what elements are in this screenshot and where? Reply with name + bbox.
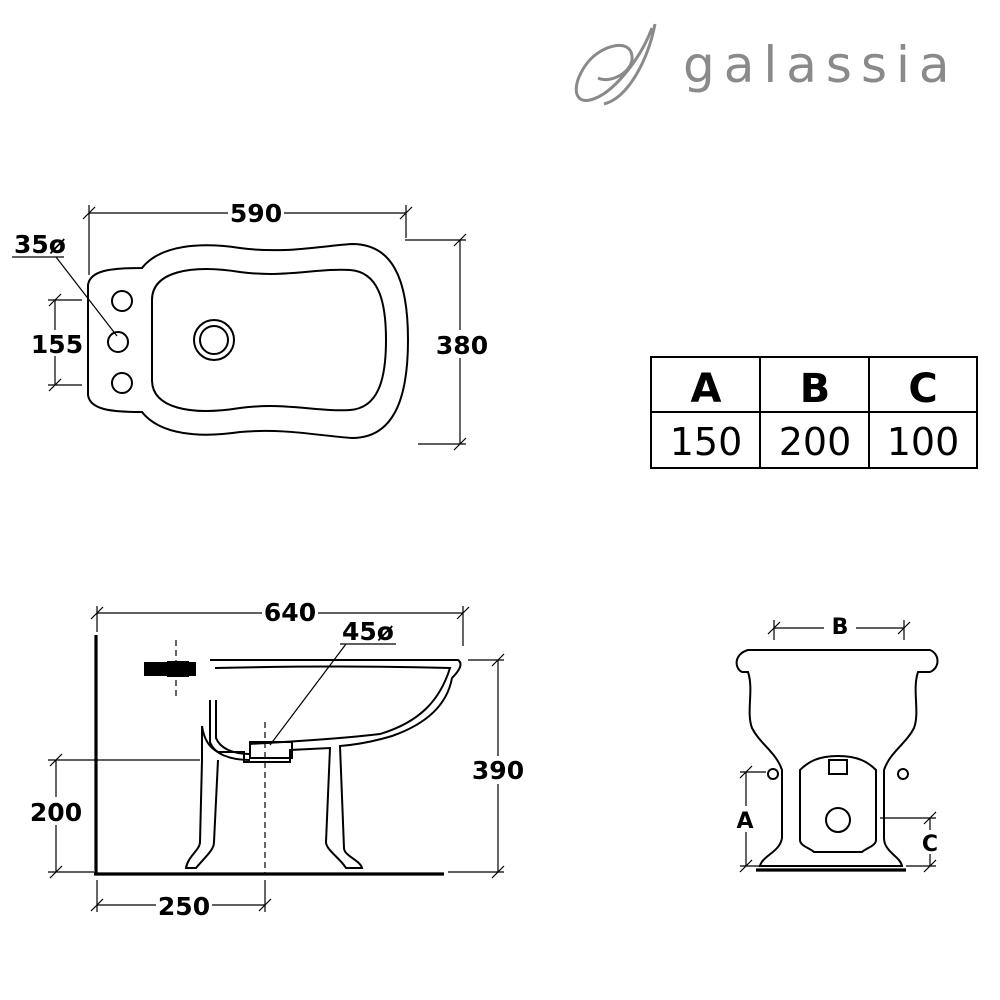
a-label: A	[736, 809, 753, 834]
dim-length: 640	[90, 598, 470, 646]
bidet-outline-outer	[87, 242, 410, 440]
bidet-bowl-inner	[151, 268, 388, 412]
width-label: 590	[230, 199, 282, 228]
bidet-side-outline	[184, 659, 462, 869]
brand-name: galassia	[683, 36, 959, 94]
hole-diameter-label: 35ø	[14, 230, 66, 259]
c-label: C	[922, 832, 938, 857]
dim-a: A	[732, 765, 766, 873]
swirl-logo-icon	[574, 23, 657, 106]
dim-depth: 380	[405, 233, 488, 451]
bidet-front-outline	[735, 649, 939, 867]
brand-logo: galassia	[574, 23, 959, 106]
front-inlet	[828, 759, 848, 775]
waste-distance-label: 250	[158, 892, 210, 921]
dim-hole-diameter: 35ø	[12, 230, 118, 337]
dim-c: C	[880, 811, 944, 873]
table-value-b: 200	[779, 420, 852, 464]
table-value-a: 150	[670, 420, 743, 464]
front-waste	[825, 807, 851, 833]
pipe	[209, 700, 251, 761]
tap-hole-3	[111, 372, 133, 394]
depth-label: 380	[436, 331, 488, 360]
tap-block	[144, 662, 196, 676]
dim-b: B	[767, 612, 911, 640]
dim-height: 390	[448, 653, 526, 879]
table-header-c: C	[908, 366, 937, 412]
front-view: B A C	[732, 612, 944, 873]
table-header-b: B	[800, 366, 831, 412]
top-view: 590 380 155 35ø	[12, 196, 488, 451]
front-hole-left	[767, 768, 779, 780]
dim-waste-diameter: 45ø	[269, 617, 396, 746]
waste-fitting	[249, 741, 293, 759]
dim-tap-holes: 155	[30, 293, 84, 392]
front-hole-right	[897, 768, 909, 780]
inlet-height-label: 200	[30, 798, 82, 827]
dim-width: 590	[82, 196, 413, 275]
waste-diameter-label: 45ø	[342, 617, 394, 646]
table-header-a: A	[691, 366, 722, 412]
b-label: B	[832, 615, 849, 640]
length-label: 640	[264, 598, 316, 627]
dim-inlet-height: 200	[28, 753, 200, 879]
dim-waste-distance: 250	[90, 880, 272, 921]
dimension-table: A B C 150 200 100	[650, 356, 978, 469]
table-value-c: 100	[887, 420, 960, 464]
drain-outer	[193, 319, 235, 361]
bowl-inner-line	[214, 665, 452, 745]
pedestal-front	[799, 754, 877, 853]
drain-inner	[199, 325, 229, 355]
tap-hole-1	[111, 290, 133, 312]
tap-holes-label: 155	[31, 330, 83, 359]
tap-hole-2	[107, 331, 129, 353]
height-label: 390	[472, 756, 524, 785]
side-view: 640 45ø 390 200	[28, 598, 526, 921]
